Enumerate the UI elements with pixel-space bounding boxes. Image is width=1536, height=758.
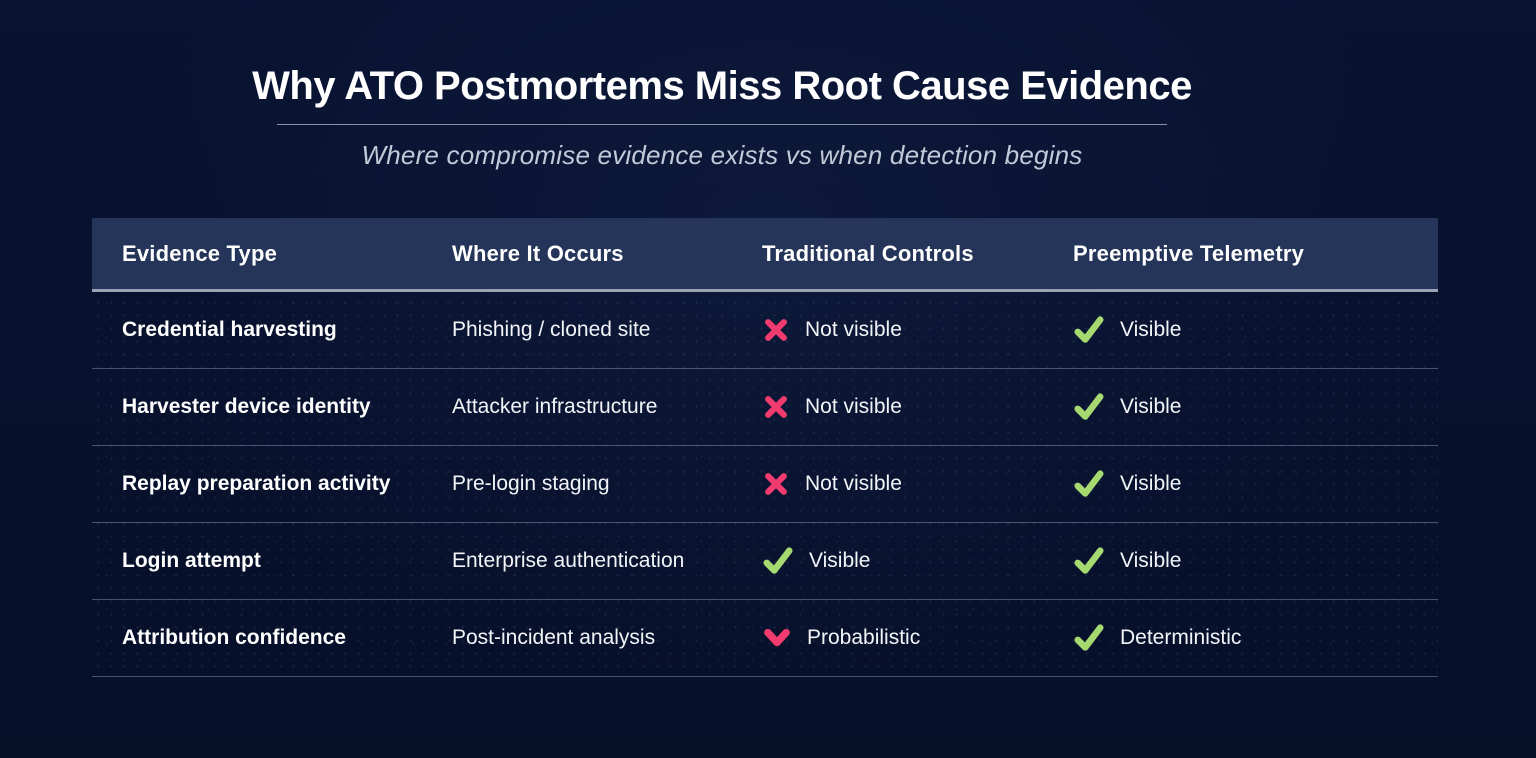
where-it-occurs-cell: Phishing / cloned site	[452, 318, 651, 341]
table-row: Harvester device identity Attacker infra…	[92, 369, 1438, 446]
cross-icon	[762, 393, 790, 421]
check-icon	[1073, 623, 1105, 653]
where-it-occurs-cell: Pre-login staging	[452, 472, 610, 495]
column-header-preemptive-telemetry: Preemptive Telemetry	[1073, 240, 1305, 266]
traditional-controls-cell: Visible	[762, 546, 1073, 576]
traditional-controls-cell: Not visible	[762, 393, 1073, 421]
table-row: Replay preparation activity Pre-login st…	[92, 446, 1438, 523]
status-label: Deterministic	[1120, 626, 1242, 649]
traditional-controls-cell: Probabilistic	[762, 626, 1073, 650]
evidence-table: Evidence Type Where It Occurs Traditiona…	[92, 218, 1438, 677]
chevron-down-icon	[762, 627, 792, 649]
where-it-occurs-cell: Attacker infrastructure	[452, 395, 658, 418]
check-icon	[1073, 392, 1105, 422]
status-label: Probabilistic	[807, 626, 921, 649]
evidence-type-cell: Attribution confidence	[122, 626, 346, 649]
header-block: Why ATO Postmortems Miss Root Cause Evid…	[0, 64, 1490, 171]
preemptive-telemetry-cell: Deterministic	[1073, 623, 1438, 653]
status-label: Not visible	[805, 472, 902, 495]
evidence-type-cell: Credential harvesting	[122, 318, 337, 341]
preemptive-telemetry-cell: Visible	[1073, 469, 1438, 499]
status-label: Visible	[1120, 472, 1182, 495]
traditional-controls-cell: Not visible	[762, 470, 1073, 498]
page-title: Why ATO Postmortems Miss Root Cause Evid…	[252, 64, 1192, 108]
evidence-type-cell: Replay preparation activity	[122, 472, 391, 495]
where-it-occurs-cell: Enterprise authentication	[452, 549, 685, 572]
column-header-where-it-occurs: Where It Occurs	[452, 240, 624, 266]
column-header-evidence-type: Evidence Type	[122, 240, 278, 266]
evidence-type-cell: Harvester device identity	[122, 395, 371, 418]
cross-icon	[762, 470, 790, 498]
status-label: Visible	[1120, 318, 1182, 341]
status-label: Not visible	[805, 395, 902, 418]
column-header-traditional-controls: Traditional Controls	[762, 240, 974, 266]
table-row: Credential harvesting Phishing / cloned …	[92, 292, 1438, 369]
evidence-type-cell: Login attempt	[122, 549, 261, 572]
status-label: Visible	[1120, 549, 1182, 572]
traditional-controls-cell: Not visible	[762, 316, 1073, 344]
status-label: Visible	[809, 549, 871, 572]
table-row: Attribution confidence Post-incident ana…	[92, 600, 1438, 677]
status-label: Visible	[1120, 395, 1182, 418]
status-label: Not visible	[805, 318, 902, 341]
preemptive-telemetry-cell: Visible	[1073, 315, 1438, 345]
preemptive-telemetry-cell: Visible	[1073, 546, 1438, 576]
cross-icon	[762, 316, 790, 344]
page-subtitle: Where compromise evidence exists vs when…	[361, 140, 1083, 170]
check-icon	[1073, 315, 1105, 345]
preemptive-telemetry-cell: Visible	[1073, 392, 1438, 422]
check-icon	[1073, 546, 1105, 576]
check-icon	[762, 546, 794, 576]
title-divider	[277, 124, 1167, 125]
table-row: Login attempt Enterprise authentication …	[92, 523, 1438, 600]
check-icon	[1073, 469, 1105, 499]
table-header-row: Evidence Type Where It Occurs Traditiona…	[92, 218, 1438, 292]
where-it-occurs-cell: Post-incident analysis	[452, 626, 656, 649]
